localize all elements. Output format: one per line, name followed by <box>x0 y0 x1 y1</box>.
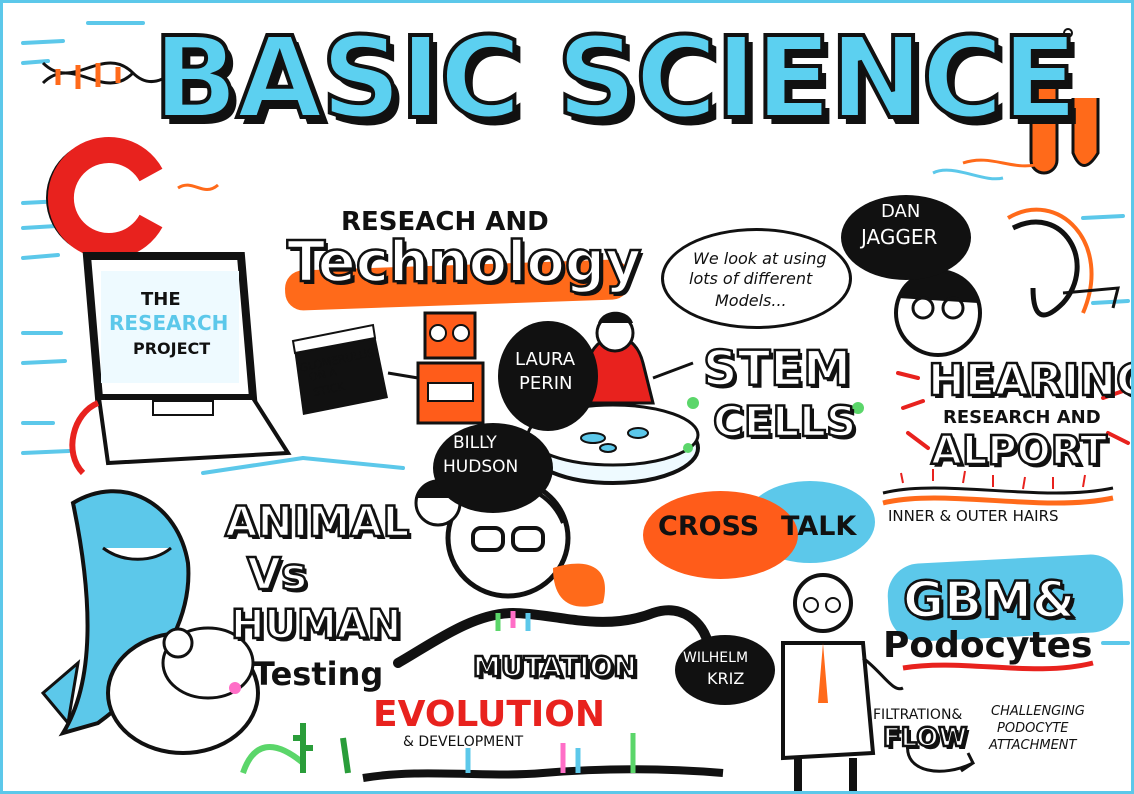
laptop-screen-line3: PROJECT <box>133 339 211 358</box>
vs-label: Vs <box>246 549 309 600</box>
dan-name-bubble <box>841 195 971 280</box>
inner-outer-hairs-caption: INNER & OUTER HAIRS <box>888 507 1059 525</box>
speech-bubble <box>661 228 852 329</box>
laura-name-line2: PERIN <box>519 373 573 394</box>
hearing-research-and-label: RESEARCH AND <box>943 407 1101 428</box>
billy-name-bubble <box>433 423 553 513</box>
testing-label: Testing <box>253 655 384 693</box>
challenging-line3: ATTACHMENT <box>989 738 1077 753</box>
speech-bubble-line1: We look at using <box>693 249 827 268</box>
billy-name-line1: BILLY <box>453 433 497 453</box>
challenging-line2: PODOCYTE <box>997 721 1069 736</box>
wilhelm-name-bubble <box>675 635 775 705</box>
development-label: & DEVELOPMENT <box>403 734 524 750</box>
background-doodles <box>21 21 1130 791</box>
flow-label: FLOW <box>882 723 969 753</box>
cross-label: CROSS <box>658 511 760 542</box>
cells-label: CELLS <box>712 397 858 446</box>
stem-label: STEM <box>702 341 852 397</box>
gbm-label: GBM& <box>902 571 1077 629</box>
speech-bubble-line2: lots of different <box>689 269 813 288</box>
wilhelm-name-line1: WILHELM <box>683 650 749 666</box>
cross-bubble <box>643 491 798 579</box>
podocytes-label: Podocytes <box>883 625 1093 666</box>
dan-name-line1: DAN <box>881 201 921 222</box>
laura-name-line1: LAURA <box>515 349 576 370</box>
speech-bubble-line3: Models... <box>715 291 787 310</box>
alport-label: ALPORT <box>930 428 1109 474</box>
wilhelm-name-line2: KRIZ <box>707 669 745 688</box>
evolution-label: EVOLUTION <box>373 694 605 735</box>
billy-name-line2: HUDSON <box>443 457 519 477</box>
animal-label: ANIMAL <box>224 497 411 546</box>
mutation-label: MUTATION <box>472 650 638 683</box>
hearing-label: HEARING <box>927 355 1134 406</box>
research-and-label: RESEACH AND <box>341 207 549 237</box>
filtration-label: FILTRATION& <box>873 707 963 723</box>
page-title: BASIC SCIENCE <box>151 14 1080 144</box>
laptop-screen-line2: RESEARCH <box>109 311 229 335</box>
technology-label: Technology <box>286 230 643 295</box>
laura-name-bubble <box>498 321 598 431</box>
laptop-screen-line1: THE <box>141 289 181 310</box>
dan-name-line2: JAGGER <box>861 225 938 249</box>
human-label: HUMAN <box>230 602 403 648</box>
talk-label: TALK <box>781 511 857 542</box>
challenging-line1: CHALLENGING <box>991 704 1085 719</box>
